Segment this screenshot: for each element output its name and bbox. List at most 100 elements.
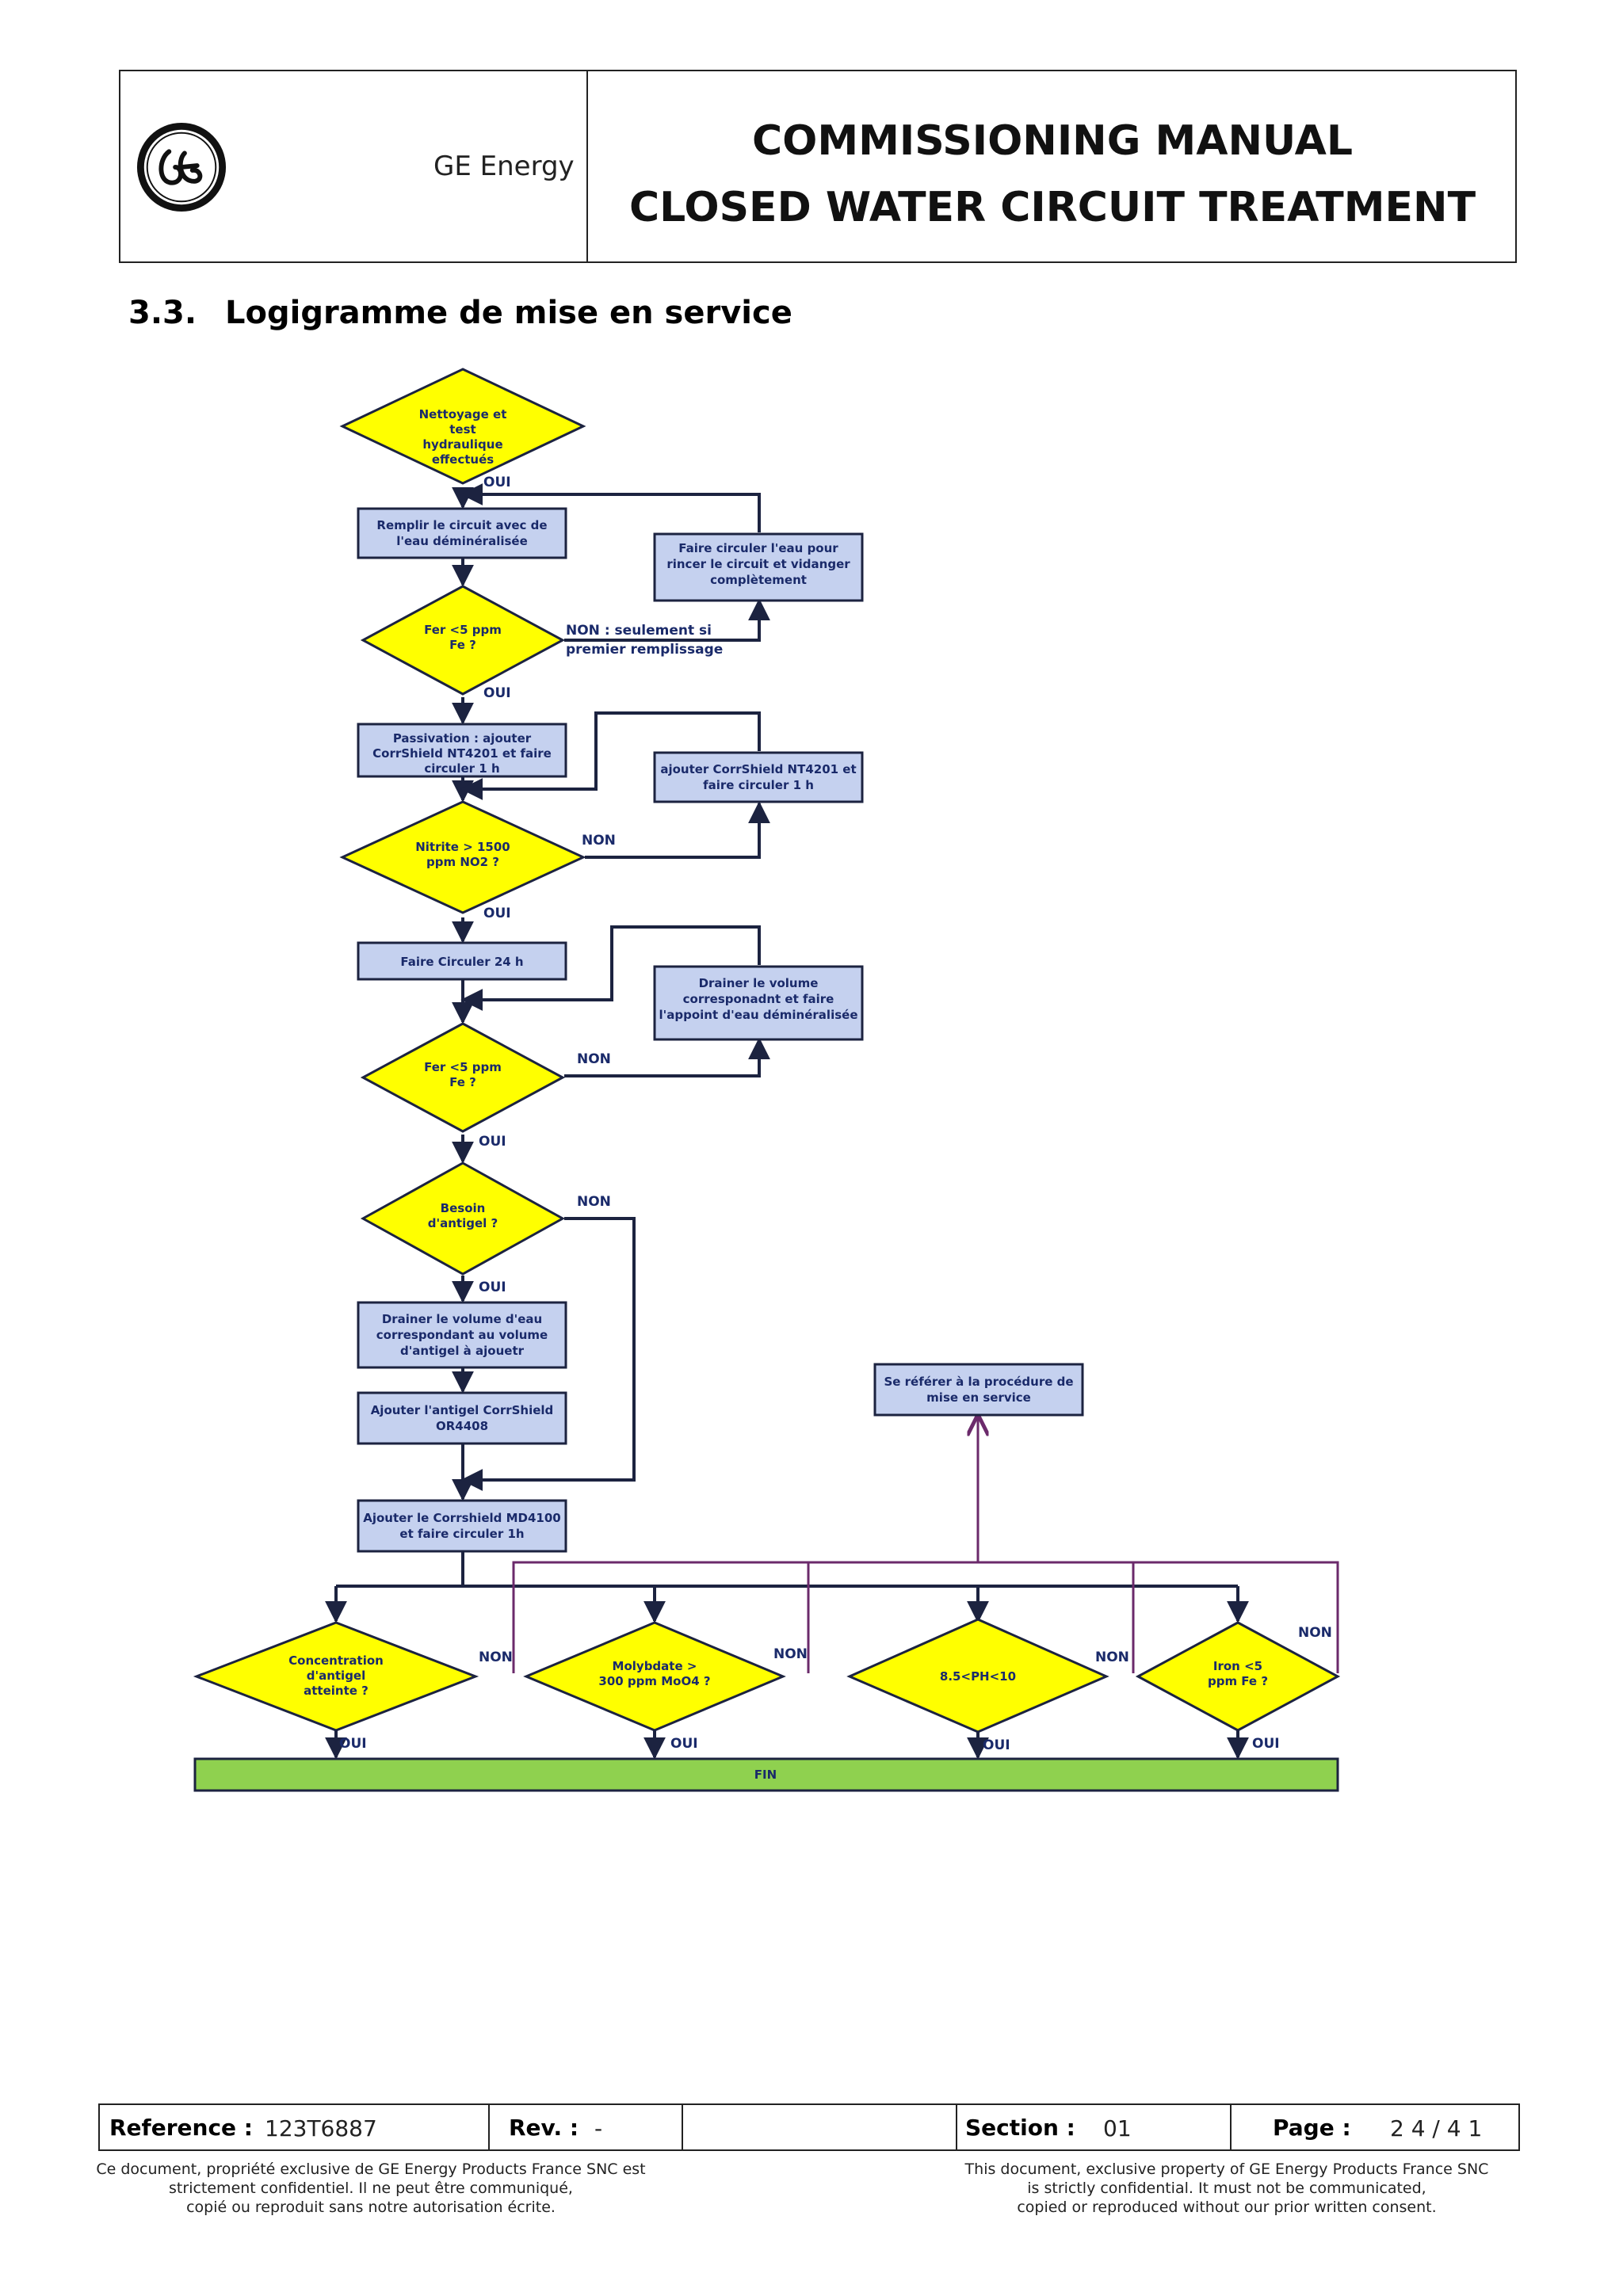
label-oui-2: OUI: [483, 685, 511, 701]
decision-iron-2: Fer <5 ppm Fe ?: [360, 1022, 566, 1133]
label-non-nitrite: NON: [582, 833, 616, 849]
label-non-dd4: NON: [1298, 1625, 1332, 1641]
b-rinse-line2: rincer le circuit et vidanger: [666, 557, 850, 571]
box-rinse-circuit: Faire circuler l'eau pour rincer le circ…: [653, 532, 864, 602]
footer-section-cell: Section : 01: [957, 2105, 1232, 2149]
header-divider: [586, 71, 588, 261]
disclaimer-fr-line3: copié ou reproduit sans notre autorisati…: [186, 2199, 556, 2216]
decision-iron-1: Fer <5 ppm Fe ?: [360, 585, 566, 696]
dd4-line2: ppm Fe ?: [1208, 1674, 1268, 1688]
label-non-first-fill-1: NON : seulement si: [566, 623, 712, 639]
label-non-antifreeze: NON: [577, 1194, 611, 1210]
d3-line2: ppm NO2 ?: [426, 855, 499, 869]
end-bar: FIN: [193, 1757, 1339, 1792]
b3-line1: Faire Circuler 24 h: [400, 955, 523, 969]
b1-line2: l'eau déminéralisée: [396, 534, 528, 548]
decision-cleaning-test: Nettoyage et test hydraulique effectués: [339, 368, 586, 485]
b5-line2: OR4408: [436, 1419, 488, 1433]
footer-page-cell: Page : 2 4 / 4 1: [1232, 2105, 1518, 2149]
section-title: Logigramme de mise en service: [225, 295, 792, 331]
disclaimer-en-line2: is strictly confidential. It must not be…: [1027, 2180, 1426, 2197]
box-add-md4100: Ajouter le Corrshield MD4100 et faire ci…: [357, 1499, 567, 1553]
d1-line1: Nettoyage et: [419, 407, 507, 421]
disclaimer-fr-line1: Ce document, propriété exclusive de GE E…: [96, 2161, 646, 2178]
label-oui-1: OUI: [483, 475, 511, 490]
label-non-dd1: NON: [479, 1650, 513, 1665]
end-label: FIN: [754, 1768, 777, 1782]
b6-line2: et faire circuler 1h: [399, 1527, 524, 1541]
label-oui-5: OUI: [479, 1280, 506, 1295]
disclaimer-en-line1: This document, exclusive property of GE …: [964, 2161, 1489, 2178]
document-header: GE Energy COMMISSIONING MANUAL CLOSED WA…: [119, 70, 1517, 263]
dd1-line3: atteinte ?: [304, 1684, 369, 1698]
box-drain-volume: Drainer le volume corresponadnt et faire…: [653, 965, 864, 1041]
box-add-antifreeze: Ajouter l'antigel CorrShield OR4408: [357, 1391, 567, 1445]
label-non-iron-2: NON: [577, 1051, 611, 1067]
disclaimer-french: Ce document, propriété exclusive de GE E…: [70, 2160, 672, 2217]
footer-reference-label: Reference :: [109, 2115, 253, 2141]
b-rinse-line3: complètement: [710, 573, 807, 587]
b-drain-line3: l'appoint d'eau déminéralisée: [659, 1008, 858, 1022]
footer-reference-value: 123T6887: [265, 2115, 377, 2142]
b2-line3: circuler 1 h: [424, 761, 499, 776]
dd2-line1: Molybdate >: [613, 1659, 697, 1673]
dd3-line1: 8.5<PH<10: [940, 1669, 1016, 1684]
box-circulate-24h: Faire Circuler 24 h: [357, 941, 567, 981]
b-add-line1: ajouter CorrShield NT4201 et: [660, 762, 856, 776]
b4-line3: d'antigel à ajouetr: [400, 1344, 525, 1358]
dd1-line2: d'antigel: [307, 1669, 366, 1683]
box-refer-procedure: Se référer à la procédure de mise en ser…: [873, 1363, 1084, 1417]
b-drain-line2: corresponadnt et faire: [683, 992, 834, 1006]
dd2-line2: 300 ppm MoO4 ?: [598, 1674, 710, 1688]
b2-line2: CorrShield NT4201 et faire: [372, 746, 552, 761]
box-drain-for-antifreeze: Drainer le volume d'eau correspondant au…: [357, 1301, 567, 1369]
footer-section-value: 01: [1103, 2115, 1132, 2142]
decision-ph: 8.5<PH<10: [846, 1618, 1109, 1733]
disclaimer-en-line3: copied or reproduced without our prior w…: [1017, 2199, 1437, 2216]
b4-line2: correspondant au volume: [376, 1328, 548, 1342]
box-add-corrshield: ajouter CorrShield NT4201 et faire circu…: [653, 751, 864, 803]
document-footer: Reference : 123T6887 Rev. : - Section : …: [98, 2103, 1520, 2151]
b2-line1: Passivation : ajouter: [393, 731, 532, 746]
label-oui-dd3: OUI: [983, 1737, 1010, 1753]
b6-line1: Ajouter le Corrshield MD4100: [363, 1511, 561, 1525]
footer-reference-cell: Reference : 123T6887: [100, 2105, 490, 2149]
b-ref-line1: Se référer à la procédure de: [884, 1375, 1073, 1389]
d2-line1: Fer <5 ppm: [424, 623, 502, 637]
decision-antifreeze-need: Besoin d'antigel ?: [360, 1161, 566, 1276]
label-oui-dd1: OUI: [339, 1736, 367, 1752]
d4-line2: Fe ?: [449, 1075, 476, 1089]
label-non-dd2: NON: [773, 1646, 808, 1662]
footer-page-label: Page :: [1273, 2115, 1351, 2141]
b-drain-line1: Drainer le volume: [699, 976, 819, 990]
disclaimer-fr-line2: strictement confidentiel. Il ne peut êtr…: [169, 2180, 573, 2197]
b1-line1: Remplir le circuit avec de: [376, 518, 547, 532]
footer-rev-label: Rev. :: [509, 2115, 579, 2141]
b5-line1: Ajouter l'antigel CorrShield: [371, 1403, 554, 1417]
footer-empty-cell: [683, 2105, 957, 2149]
box-fill-circuit: Remplir le circuit avec de l'eau déminér…: [357, 507, 567, 559]
label-oui-dd4: OUI: [1252, 1736, 1280, 1752]
section-number: 3.3.: [128, 295, 197, 331]
document-title-line1: COMMISSIONING MANUAL: [751, 117, 1353, 165]
d1-line4: effectués: [432, 452, 494, 467]
label-oui-4: OUI: [479, 1134, 506, 1150]
b-rinse-line1: Faire circuler l'eau pour: [678, 541, 838, 555]
d3-line1: Nitrite > 1500: [415, 840, 510, 854]
b4-line1: Drainer le volume d'eau: [382, 1312, 542, 1326]
b-add-line2: faire circuler 1 h: [703, 778, 814, 792]
footer-rev-cell: Rev. : -: [490, 2105, 683, 2149]
d1-line2: test: [449, 422, 475, 437]
decision-antifreeze-concentration: Concentration d'antigel atteinte ?: [193, 1621, 479, 1732]
footer-rev-value: -: [594, 2115, 603, 2142]
decision-iron-final: Iron <5 ppm Fe ?: [1135, 1621, 1341, 1732]
d1-line3: hydraulique: [422, 437, 502, 452]
label-oui-3: OUI: [483, 906, 511, 921]
document-title-line2: CLOSED WATER CIRCUIT TREATMENT: [628, 184, 1476, 231]
label-non-dd3: NON: [1095, 1650, 1129, 1665]
dd4-line1: Iron <5: [1213, 1659, 1262, 1673]
d4-line1: Fer <5 ppm: [424, 1060, 502, 1074]
d5-line1: Besoin: [441, 1201, 486, 1215]
label-non-first-fill-2: premier remplissage: [566, 642, 723, 658]
